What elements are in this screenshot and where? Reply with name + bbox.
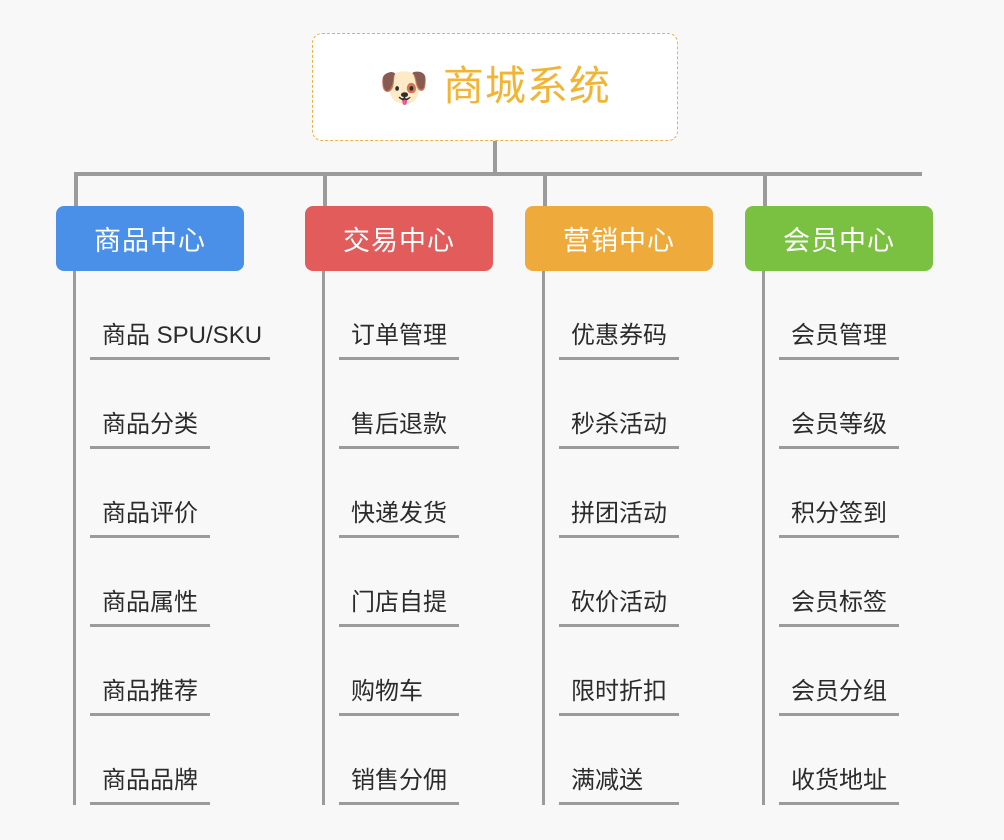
shiba-dog-face-icon: 🐶 — [379, 66, 429, 110]
branch-bus-connector — [74, 172, 922, 176]
branch-header-label: 商品中心 — [94, 226, 206, 256]
leaf-item-label: 商品属性 — [90, 591, 210, 627]
branch-drop-connector — [543, 174, 547, 206]
leaf-item-label: 会员标签 — [779, 591, 899, 627]
branch-header-label: 营销中心 — [563, 226, 675, 256]
branch-leaf-list: 订单管理售后退款快递发货门店自提购物车销售分佣 — [322, 271, 471, 805]
leaf-item-label: 会员等级 — [779, 413, 899, 449]
leaf-item-label: 购物车 — [339, 680, 459, 716]
leaf-item[interactable]: 会员管理 — [762, 271, 911, 360]
branch-header-4[interactable]: 会员中心 — [745, 206, 933, 271]
leaf-item[interactable]: 优惠券码 — [542, 271, 691, 360]
root-stem-connector — [493, 141, 497, 174]
leaf-item[interactable]: 商品评价 — [73, 449, 282, 538]
leaf-item[interactable]: 购物车 — [322, 627, 471, 716]
branch-drop-connector — [323, 174, 327, 206]
leaf-item[interactable]: 商品品牌 — [73, 716, 282, 805]
leaf-item-label: 订单管理 — [339, 324, 459, 360]
leaf-item[interactable]: 秒杀活动 — [542, 360, 691, 449]
leaf-item-label: 限时折扣 — [559, 680, 679, 716]
leaf-item-label: 砍价活动 — [559, 591, 679, 627]
branch-drop-connector — [763, 174, 767, 206]
leaf-item-label: 售后退款 — [339, 413, 459, 449]
leaf-item-label: 商品分类 — [90, 413, 210, 449]
branch-header-2[interactable]: 交易中心 — [305, 206, 493, 271]
leaf-item[interactable]: 门店自提 — [322, 538, 471, 627]
leaf-item[interactable]: 会员等级 — [762, 360, 911, 449]
leaf-item[interactable]: 销售分佣 — [322, 716, 471, 805]
leaf-item[interactable]: 售后退款 — [322, 360, 471, 449]
leaf-item-label: 快递发货 — [339, 502, 459, 538]
branch-spine-connector — [322, 271, 325, 805]
leaf-item[interactable]: 商品推荐 — [73, 627, 282, 716]
leaf-item[interactable]: 商品属性 — [73, 538, 282, 627]
leaf-item-label: 会员管理 — [779, 324, 899, 360]
leaf-item-label: 商品品牌 — [90, 769, 210, 805]
leaf-item[interactable]: 收货地址 — [762, 716, 911, 805]
leaf-item-label: 商品评价 — [90, 502, 210, 538]
branch-drop-connector — [74, 174, 78, 206]
leaf-item-label: 门店自提 — [339, 591, 459, 627]
branch-header-3[interactable]: 营销中心 — [525, 206, 713, 271]
leaf-item[interactable]: 积分签到 — [762, 449, 911, 538]
branch-leaf-list: 商品 SPU/SKU 商品分类商品评价商品属性商品推荐商品品牌 — [73, 271, 282, 805]
leaf-item[interactable]: 快递发货 — [322, 449, 471, 538]
leaf-item[interactable]: 满减送 — [542, 716, 691, 805]
leaf-item-label: 秒杀活动 — [559, 413, 679, 449]
leaf-item-label: 积分签到 — [779, 502, 899, 538]
leaf-item[interactable]: 商品 SPU/SKU — [73, 271, 282, 360]
branch-header-label: 会员中心 — [783, 226, 895, 256]
leaf-item[interactable]: 拼团活动 — [542, 449, 691, 538]
leaf-item-label: 满减送 — [559, 769, 679, 805]
leaf-item[interactable]: 砍价活动 — [542, 538, 691, 627]
leaf-item-label: 商品推荐 — [90, 680, 210, 716]
root-node[interactable]: 🐶 商城系统 — [312, 33, 678, 141]
leaf-item[interactable]: 订单管理 — [322, 271, 471, 360]
leaf-item-label: 拼团活动 — [559, 502, 679, 538]
leaf-item-label: 商品 SPU/SKU — [90, 324, 271, 360]
leaf-item-label: 优惠券码 — [559, 324, 679, 360]
branch-leaf-list: 优惠券码秒杀活动拼团活动砍价活动限时折扣满减送 — [542, 271, 691, 805]
branch-spine-connector — [542, 271, 545, 805]
leaf-item-label: 会员分组 — [779, 680, 899, 716]
leaf-item-label: 收货地址 — [779, 769, 899, 805]
leaf-item[interactable]: 商品分类 — [73, 360, 282, 449]
branch-header-1[interactable]: 商品中心 — [56, 206, 244, 271]
branch-spine-connector — [73, 271, 76, 805]
leaf-item-label: 销售分佣 — [339, 769, 459, 805]
leaf-item[interactable]: 限时折扣 — [542, 627, 691, 716]
leaf-item[interactable]: 会员分组 — [762, 627, 911, 716]
leaf-item[interactable]: 会员标签 — [762, 538, 911, 627]
branch-header-label: 交易中心 — [343, 226, 455, 256]
branch-leaf-list: 会员管理会员等级积分签到会员标签会员分组收货地址 — [762, 271, 911, 805]
branch-spine-connector — [762, 271, 765, 805]
root-title: 商城系统 — [442, 63, 611, 110]
